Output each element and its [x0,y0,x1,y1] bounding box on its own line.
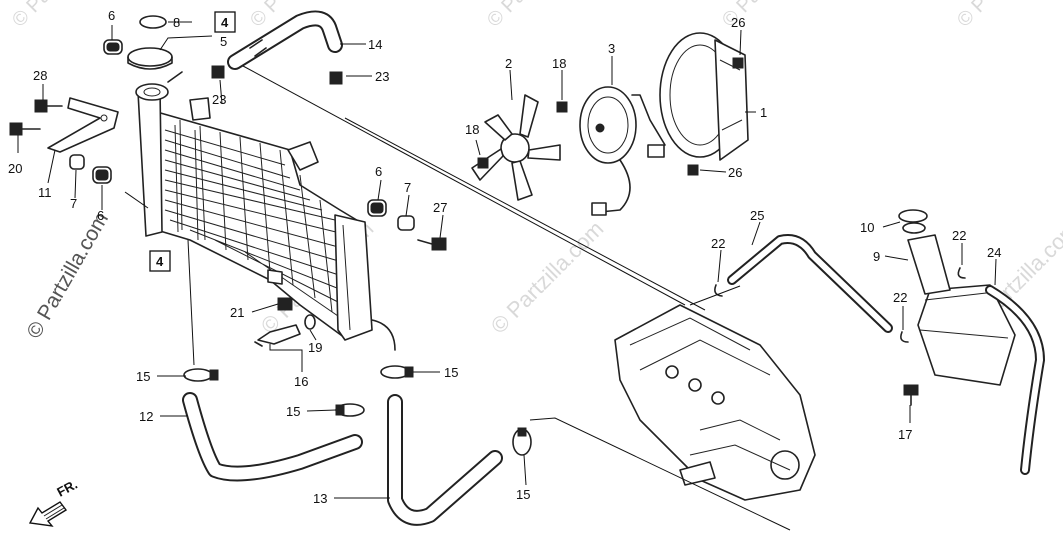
reserve-tank [898,209,1016,386]
hose-clip [714,284,723,297]
front-direction-indicator: FR. [28,477,80,527]
callout-20: 20 [8,161,22,176]
small-nut [329,71,343,85]
radiator-cap [127,15,173,70]
callout-6-left: 6 [97,208,104,223]
radiator-fins [164,119,343,317]
fan-motor [579,86,666,216]
hose-clamp [380,365,414,379]
fan-shroud [659,32,749,161]
callout-box [149,250,171,272]
collar [397,215,415,231]
direction-label: FR. [54,477,80,500]
hose-clip [957,267,966,279]
watermark-text: © P [953,0,992,32]
callout-27: 27 [433,200,447,215]
hex-bolt [9,122,41,136]
callout-2: 2 [505,56,512,71]
hose-clamp [183,368,219,382]
radiator-core [135,83,396,351]
watermark-text: © Pa [483,0,531,32]
callout-26-bottom: 26 [728,165,742,180]
callout-15-right: 15 [444,365,458,380]
callout-8: 8 [173,15,180,30]
watermark-text: © Partzilla.com [486,216,609,339]
callout-23-right: 23 [375,69,389,84]
drain-plug [903,384,919,406]
small-nut [211,65,225,79]
shroud-bolt [732,57,744,69]
callout-14: 14 [368,37,382,52]
callout-12: 12 [139,409,153,424]
reference-line [187,239,195,366]
bolt [167,71,183,83]
callout-5: 5 [220,34,227,49]
callout-28: 28 [33,68,47,83]
siphon-hose [727,234,893,333]
callout-18-left: 18 [465,122,479,137]
callout-22-right: 22 [952,228,966,243]
callout-18-right: 18 [552,56,566,71]
lower-hose-left [182,392,363,482]
callout-3: 3 [608,41,615,56]
engine-block [614,304,816,501]
callouts: 1 2 3 4 4 5 6 6 6 7 7 8 9 10 11 12 13 14… [8,8,1001,506]
callout-15-left: 15 [136,369,150,384]
callout-16: 16 [294,374,308,389]
shroud-bolt [687,164,699,176]
flange-bolt [417,237,447,251]
callout-7-mid: 7 [404,180,411,195]
reference-line [689,285,741,306]
callout-26-top: 26 [731,15,745,30]
fan-nut [477,157,489,169]
hex-bolt [34,99,63,113]
callout-box [214,11,236,33]
lower-hose-right [387,394,503,526]
brand-watermark: © Partzilla.com [22,208,113,342]
overflow-hose [985,285,1045,475]
grommet [367,199,387,217]
callout-9: 9 [873,249,880,264]
fan-blade [471,94,561,201]
reference-line [344,117,706,311]
callout-4-top: 4 [221,15,229,30]
watermark-text: © Pa [8,0,56,32]
hose-clip [900,331,909,343]
mounting-bracket [47,97,119,153]
callout-22-left: 22 [711,236,725,251]
callout-24: 24 [987,245,1001,260]
hose-clamp [512,427,532,456]
callout-13: 13 [313,491,327,506]
callout-17: 17 [898,427,912,442]
callout-7-left: 7 [70,196,77,211]
callout-6-top: 6 [108,8,115,23]
leader-lines [17,21,997,499]
callout-22-low: 22 [893,290,907,305]
upper-hose [227,10,343,70]
callout-21: 21 [230,305,244,320]
callout-1: 1 [760,105,767,120]
grommet [69,154,85,170]
rubber-seal [103,39,123,55]
callout-6-mid: 6 [375,164,382,179]
reference-line [529,417,791,531]
callout-4-left: 4 [156,254,164,269]
callout-11: 11 [38,185,52,200]
callout-23-left: 23 [212,92,226,107]
callout-10: 10 [860,220,874,235]
thermo-switch [254,297,316,347]
hose-clamp [335,403,365,417]
reference-line [242,65,686,306]
callout-25: 25 [750,208,764,223]
grommet [92,166,112,184]
callout-15-bottom: 15 [516,487,530,502]
callout-15-mid: 15 [286,404,300,419]
callout-19: 19 [308,340,322,355]
fan-nut [556,101,568,113]
